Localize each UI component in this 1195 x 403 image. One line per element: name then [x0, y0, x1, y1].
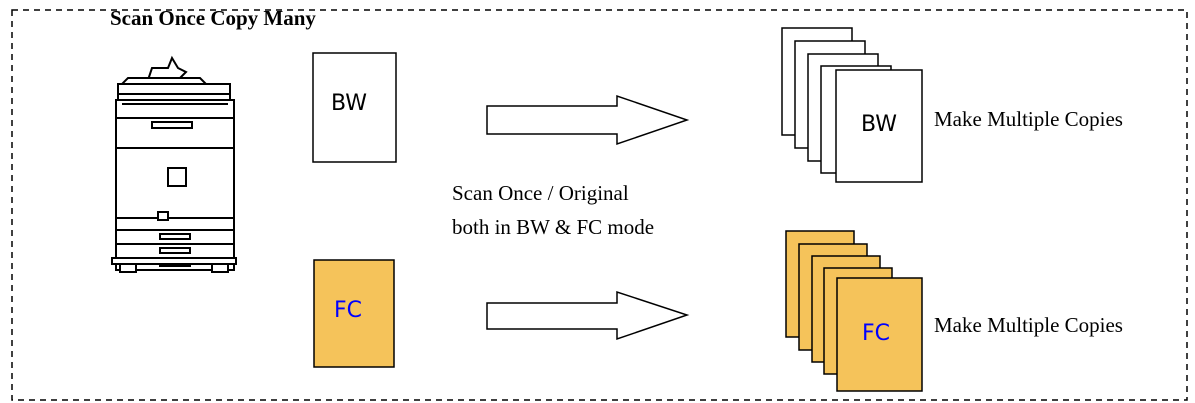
fc-copies-caption: Make Multiple Copies — [934, 313, 1123, 337]
bw-copy-label: BW — [861, 112, 898, 137]
scan-once-note-line2: both in BW & FC mode — [452, 215, 655, 239]
diagram-title: Scan Once Copy Many — [110, 6, 316, 30]
fc-copy-sheet — [836, 277, 923, 392]
bw-copy-sheet — [835, 69, 923, 183]
bw-copies-stack — [781, 27, 923, 183]
bw-copies-caption: Make Multiple Copies — [934, 107, 1123, 131]
scan-once-note-line1: Scan Once / Original — [452, 181, 629, 205]
fc-original-label: FC — [334, 298, 363, 323]
bw-arrow — [486, 94, 690, 146]
bw-original-sheet — [312, 52, 397, 163]
scan-once-note: Scan Once / Original both in BW & FC mod… — [452, 176, 742, 244]
dashed-frame — [11, 9, 1188, 401]
fc-copy-label: FC — [862, 321, 891, 346]
fc-copies-stack — [785, 230, 923, 392]
bw-original-label: BW — [331, 91, 368, 116]
fc-original-sheet — [313, 259, 395, 368]
copier-icon — [111, 55, 237, 273]
fc-arrow — [486, 290, 690, 341]
